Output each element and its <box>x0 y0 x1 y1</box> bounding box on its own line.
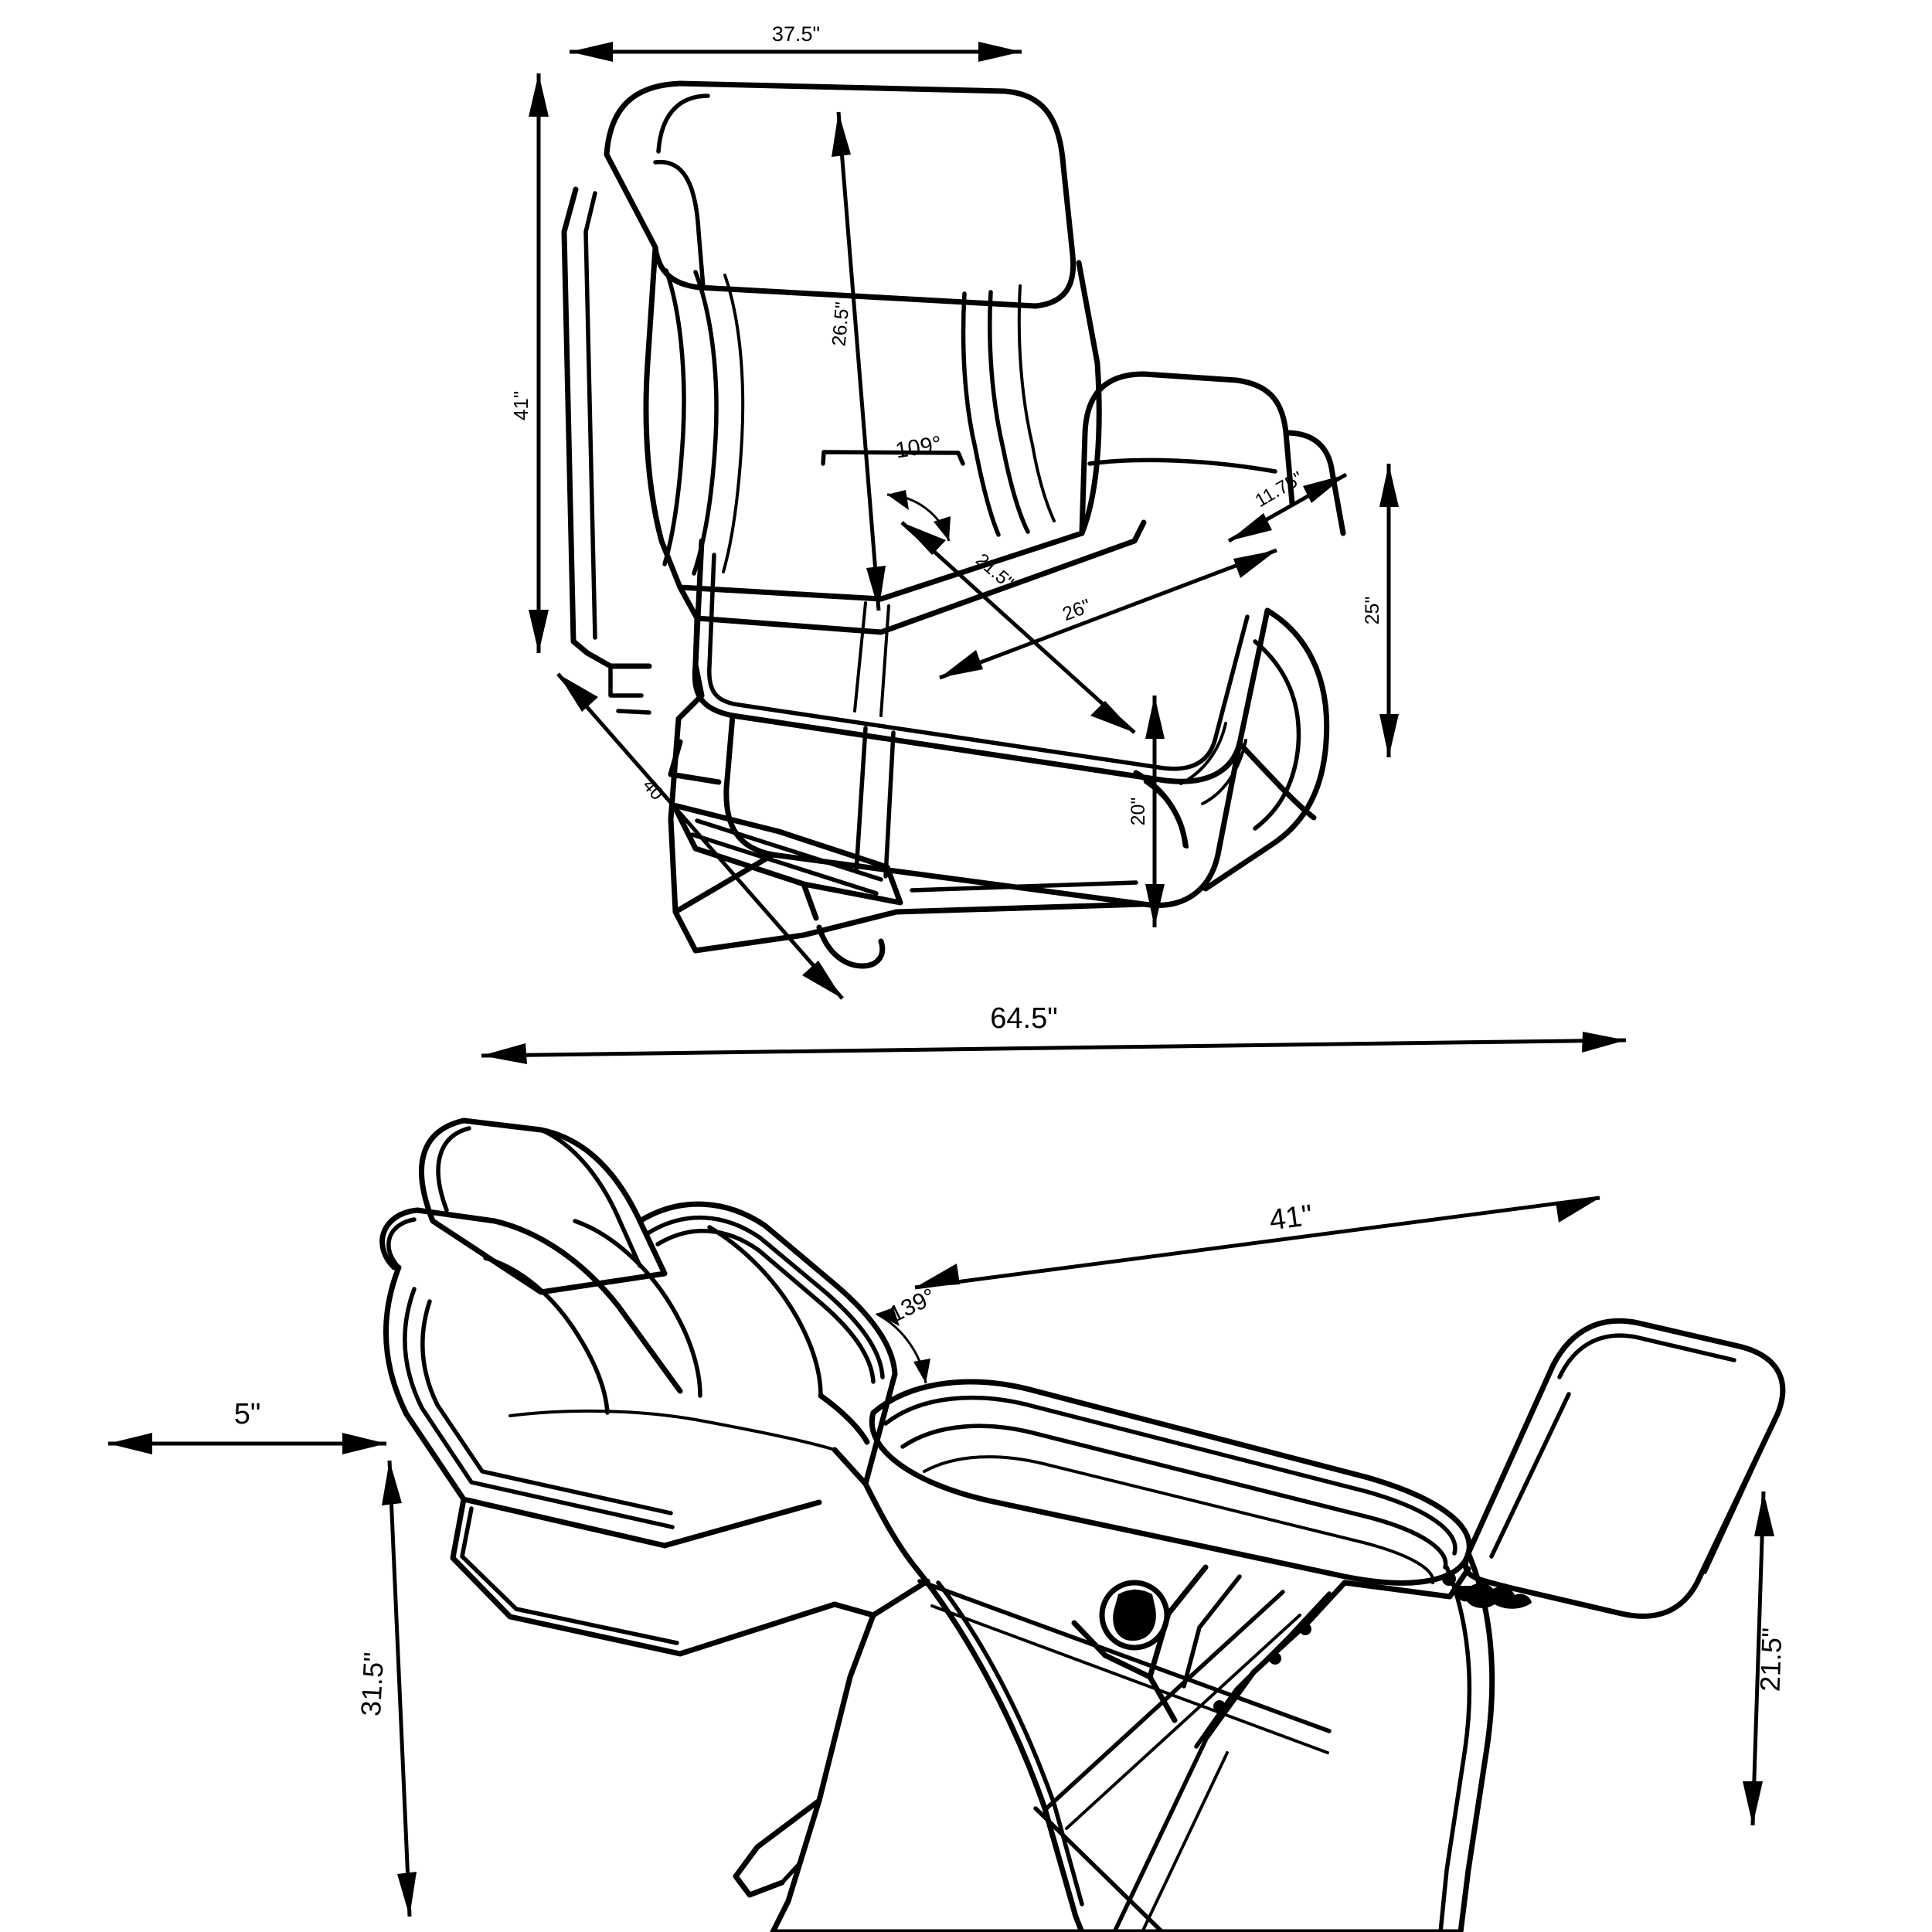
dimension-arm-height: 25" <box>1362 464 1399 757</box>
dimension-reclined-back-height: 31.5" <box>355 1460 417 1917</box>
dimension-label-reclined-back-angle: 139° <box>886 1284 940 1328</box>
dimension-label-footrest-height: 21.5" <box>1754 1627 1788 1692</box>
view-reclined-side-three-quarter: 41" 139° 5" 31.5" 21.5" <box>108 1117 1788 1932</box>
dimension-label-overall-depth: 40" <box>638 775 672 809</box>
dimension-wall-clearance: 5" <box>108 1398 386 1454</box>
dimension-arm-width: 11.75" <box>1227 468 1348 543</box>
dimension-label-arm-width: 11.75" <box>1252 468 1307 512</box>
dimension-label-seat-back-angle: 109° <box>893 432 943 464</box>
dimension-label-reclined-seat-length: 41" <box>1267 1199 1315 1237</box>
dimension-seat-back-angle: 109° <box>886 432 951 542</box>
dimension-label-arm-height: 25" <box>1362 597 1383 625</box>
dimension-label-seat-height: 20" <box>1128 798 1149 826</box>
dimension-overall-width: 37.5" <box>570 22 1022 62</box>
dimension-label-wall-clearance: 5" <box>234 1398 261 1430</box>
dimension-label-overall-width: 37.5" <box>772 22 820 46</box>
power-button-icon[interactable] <box>1099 1580 1170 1651</box>
view-upright-front-three-quarter: 37.5" 41" 26.5" 109° 11.75" <box>509 22 1399 1000</box>
recliner-upright-outline <box>561 80 1346 969</box>
dimension-footrest-height: 21.5" <box>1743 1491 1788 1826</box>
dimension-reclined-back-angle: 139° <box>876 1284 940 1384</box>
dimension-label-reclined-overall-length: 64.5" <box>990 1002 1057 1035</box>
dimension-label-back-height: 26.5" <box>828 301 854 347</box>
dimension-label-overall-height: 41" <box>509 391 532 420</box>
dimension-reclined-seat-length: 41" <box>914 1196 1600 1290</box>
dimension-back-height: 26.5" <box>828 111 886 611</box>
dimension-reclined-overall-length: 64.5" <box>481 1002 1627 1064</box>
dimension-label-reclined-back-height: 31.5" <box>355 1651 389 1717</box>
dimension-overall-height: 41" <box>509 73 549 653</box>
recliner-reclined-outline <box>379 1117 1786 1932</box>
dimension-seat-height: 20" <box>1128 696 1165 927</box>
